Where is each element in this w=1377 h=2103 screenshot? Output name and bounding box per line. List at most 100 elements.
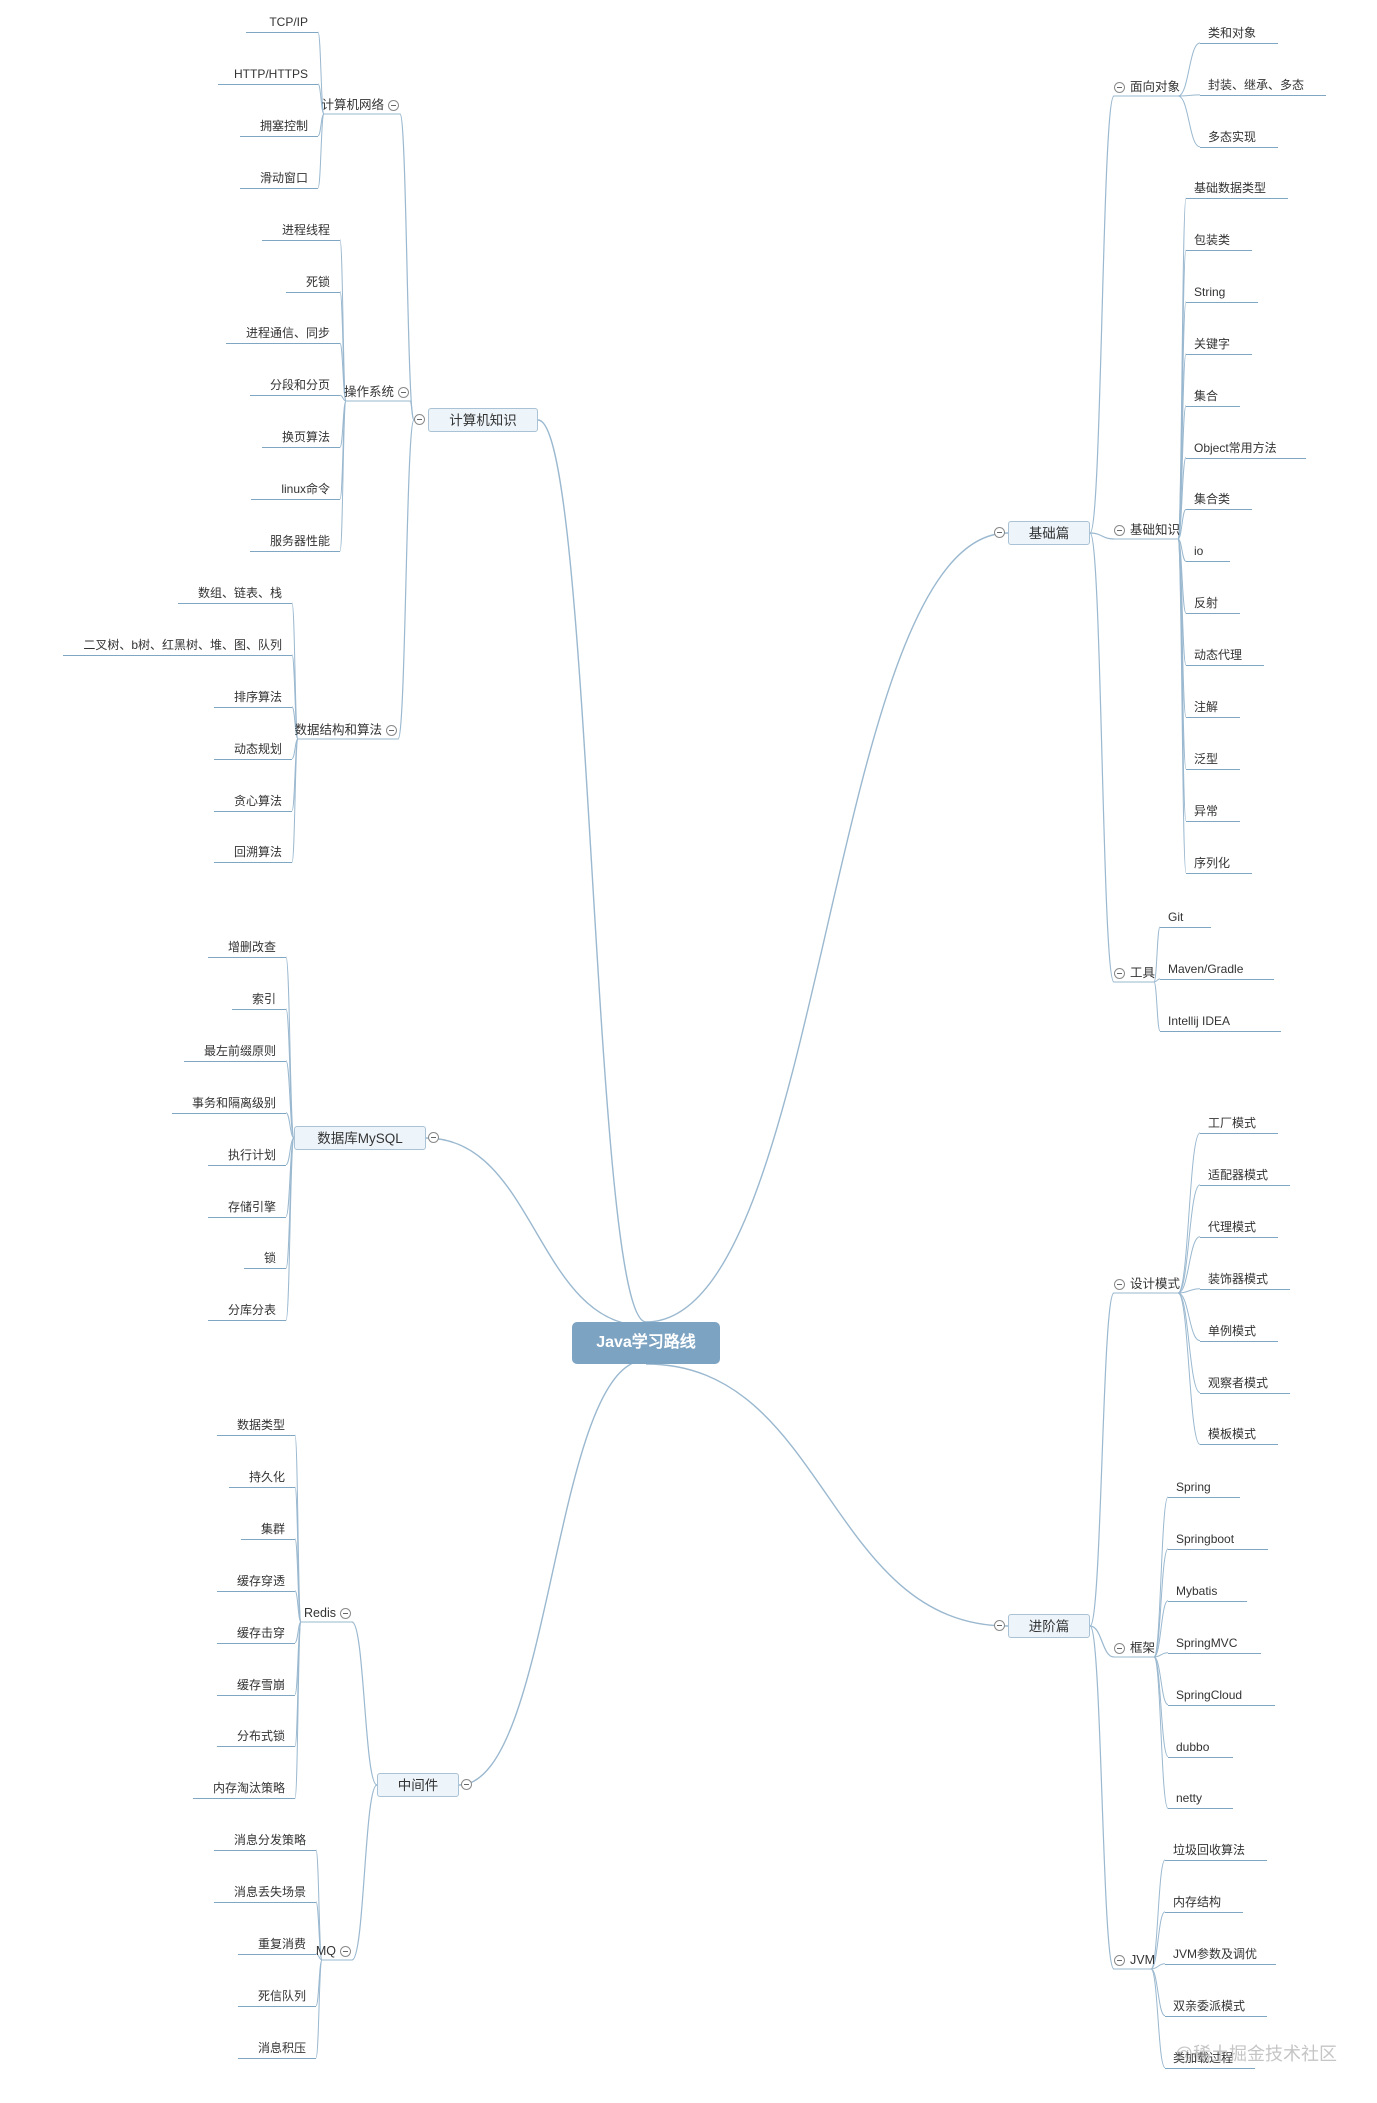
leaf-node[interactable]: 代理模式 [1208,1219,1257,1234]
leaf-node[interactable]: HTTP/HTTPS [234,66,308,81]
leaf-node[interactable]: 重复消费 [257,1936,306,1951]
collapse-toggle[interactable] [428,1132,439,1143]
collapse-toggle[interactable] [340,1608,351,1619]
leaf-node[interactable]: 动态代理 [1194,648,1243,663]
leaf-node[interactable]: 死锁 [305,274,330,289]
collapse-toggle[interactable] [1114,1955,1125,1966]
leaf-node[interactable]: 垃圾回收算法 [1173,1843,1246,1857]
sub-node-0[interactable]: 面向对象 [1130,80,1181,94]
collapse-toggle[interactable] [388,100,399,111]
leaf-node[interactable]: 泛型 [1194,751,1219,766]
collapse-toggle[interactable] [340,1946,351,1957]
leaf-node[interactable]: JVM参数及调优 [1173,1946,1258,1961]
leaf-node[interactable]: 内存结构 [1173,1894,1222,1909]
leaf-node[interactable]: 分段和分页 [269,378,330,393]
leaf-node[interactable]: SpringMVC [1176,1635,1238,1650]
leaf-node[interactable]: 工厂模式 [1208,1116,1257,1130]
leaf-node[interactable]: 存储引擎 [227,1199,276,1214]
sub-node-2[interactable]: JVM [1130,1953,1155,1967]
collapse-toggle[interactable] [1114,1643,1125,1654]
leaf-node[interactable]: linux命令 [281,482,330,497]
leaf-node[interactable]: netty [1176,1791,1203,1806]
leaf-node[interactable]: 二叉树、b树、红黑树、堆、图、队列 [83,637,282,652]
leaf-node[interactable]: 消息积压 [257,2040,306,2055]
leaf-node[interactable]: Mybatis [1176,1583,1218,1598]
leaf-node[interactable]: 注解 [1194,700,1219,714]
leaf-node[interactable]: 持久化 [248,1469,285,1484]
leaf-node[interactable]: 服务器性能 [269,534,330,548]
leaf-node[interactable]: 反射 [1194,596,1219,611]
leaf-node[interactable]: 拥塞控制 [259,118,308,133]
leaf-node[interactable]: 进程线程 [281,222,330,237]
sub-node-0[interactable]: Redis [304,1606,336,1620]
main-node-advanced[interactable]: 进阶篇 [1008,1614,1090,1638]
leaf-node[interactable]: String [1194,284,1226,299]
leaf-node[interactable]: 异常 [1194,803,1219,818]
collapse-toggle[interactable] [1114,1279,1125,1290]
leaf-node[interactable]: 执行计划 [227,1147,276,1162]
collapse-toggle[interactable] [994,527,1005,538]
collapse-toggle[interactable] [386,725,397,736]
leaf-node[interactable]: 排序算法 [233,689,282,704]
leaf-node[interactable]: io [1194,544,1204,559]
leaf-node[interactable]: 双亲委派模式 [1173,1998,1246,2013]
root-node[interactable]: Java学习路线 [572,1322,720,1364]
leaf-node[interactable]: Spring [1176,1480,1211,1494]
collapse-toggle[interactable] [1114,525,1125,536]
sub-node-0[interactable]: 计算机网络 [321,98,384,112]
leaf-node[interactable]: 适配器模式 [1208,1167,1269,1182]
collapse-toggle[interactable] [1114,82,1125,93]
leaf-node[interactable]: 装饰器模式 [1208,1271,1269,1286]
leaf-node[interactable]: 缓存雪崩 [236,1677,285,1692]
leaf-node[interactable]: 内存淘汰策略 [212,1781,285,1796]
leaf-node[interactable]: 最左前缀原则 [203,1043,276,1058]
leaf-node[interactable]: 锁 [263,1251,276,1266]
leaf-node[interactable]: Git [1168,910,1184,924]
leaf-node[interactable]: 单例模式 [1208,1323,1257,1338]
leaf-node[interactable]: 类加载过程 [1173,2050,1234,2065]
leaf-node[interactable]: 分库分表 [227,1303,276,1318]
leaf-node[interactable]: 分布式锁 [236,1729,285,1744]
collapse-toggle[interactable] [1114,968,1125,979]
leaf-node[interactable]: Maven/Gradle [1168,961,1244,976]
leaf-node[interactable]: Springboot [1176,1531,1235,1546]
main-node-mysql[interactable]: 数据库MySQL [294,1126,426,1150]
leaf-node[interactable]: 增删改查 [227,940,276,954]
leaf-node[interactable]: 包装类 [1194,232,1231,247]
sub-node-1[interactable]: MQ [315,1944,336,1958]
collapse-toggle[interactable] [398,387,409,398]
leaf-node[interactable]: 集合 [1194,388,1219,403]
leaf-node[interactable]: 观察者模式 [1208,1375,1269,1390]
leaf-node[interactable]: 基础数据类型 [1194,181,1267,195]
main-node-middleware[interactable]: 中间件 [377,1773,459,1797]
leaf-node[interactable]: 换页算法 [281,430,330,445]
main-node-basics[interactable]: 基础篇 [1008,521,1090,545]
leaf-node[interactable]: Intellij IDEA [1168,1013,1231,1028]
leaf-node[interactable]: 模板模式 [1208,1427,1257,1442]
sub-node-1[interactable]: 操作系统 [343,385,394,399]
collapse-toggle[interactable] [414,414,425,425]
leaf-node[interactable]: 集群 [260,1521,285,1536]
leaf-node[interactable]: 进程通信、同步 [245,326,330,341]
leaf-node[interactable]: 类和对象 [1208,26,1257,40]
leaf-node[interactable]: 集合类 [1194,492,1231,507]
leaf-node[interactable]: 序列化 [1194,855,1231,870]
leaf-node[interactable]: dubbo [1176,1739,1210,1754]
sub-node-0[interactable]: 设计模式 [1130,1277,1181,1291]
leaf-node[interactable]: 封装、继承、多态 [1208,77,1305,92]
sub-node-1[interactable]: 框架 [1130,1641,1156,1655]
sub-node-2[interactable]: 工具 [1130,966,1156,980]
leaf-node[interactable]: 消息丢失场景 [233,1884,306,1899]
leaf-node[interactable]: 数组、链表、栈 [197,585,282,600]
sub-node-1[interactable]: 基础知识 [1130,523,1181,537]
main-node-computer-knowledge[interactable]: 计算机知识 [428,408,538,432]
leaf-node[interactable]: 事务和隔离级别 [191,1095,276,1110]
leaf-node[interactable]: 滑动窗口 [259,170,308,185]
leaf-node[interactable]: 关键字 [1194,336,1231,351]
leaf-node[interactable]: 动态规划 [233,741,282,756]
leaf-node[interactable]: 缓存穿透 [236,1573,285,1588]
leaf-node[interactable]: 消息分发策略 [233,1833,306,1847]
leaf-node[interactable]: 缓存击穿 [236,1625,285,1640]
leaf-node[interactable]: 贪心算法 [233,793,282,808]
collapse-toggle[interactable] [994,1620,1005,1631]
